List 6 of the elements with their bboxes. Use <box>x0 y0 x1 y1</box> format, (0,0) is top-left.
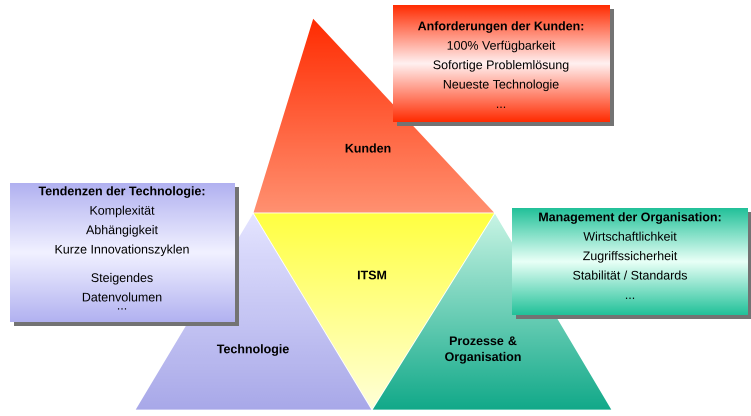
callout-box: Tendenzen der Technologie: Komplexität Abhängigkeit Kurze Innovationszyklen Steigendes Datenvolumen ... <box>10 183 239 326</box>
callout-box: Anforderungen der Kunden: 100% Verfügbarkeit Sofortige Problemlösung Neueste Technologie ... <box>393 5 614 126</box>
node-text: Kunden <box>346 143 390 153</box>
node-text: Prozesse & Organisation <box>445 336 521 364</box>
callout-box: Management der Organisation: Wirtschaftlichkeit Zugriffssicherheit Stabilität / Standards ... <box>512 208 751 319</box>
node-text: Technologie <box>216 344 289 356</box>
